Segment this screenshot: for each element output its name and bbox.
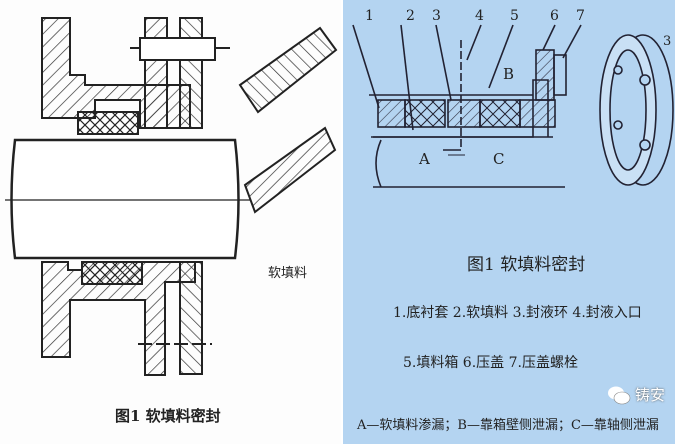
right-diagram-panel: 1 2 3 4 5 6 7 3 A B C 图1 软填料密封 1.底衬套 2.软…	[343, 0, 675, 444]
shaft	[5, 138, 250, 260]
legend-line-1: 1.底衬套 2.软填料 3.封液环 4.封液入口	[393, 305, 642, 321]
packing-label: 软填料	[268, 266, 308, 281]
wechat-icon	[608, 386, 631, 404]
legend-line-3: A—软填料渗漏；B—靠箱壁侧泄漏；C—靠轴侧泄漏	[357, 418, 659, 433]
soft-packing-seal-drawing	[5, 17, 338, 376]
bottom-housing	[41, 261, 212, 376]
leak-marker-b: B	[503, 65, 515, 83]
part-number-5: 5	[510, 8, 519, 24]
ring-part-number: 3	[663, 34, 672, 49]
right-caption: 图1 软填料密封	[467, 255, 586, 275]
legend-line-2: 5.填料箱 6.压盖 7.压盖螺栓	[403, 355, 578, 371]
part-number-7: 7	[576, 8, 585, 24]
left-diagram-panel: 软填料 图1 软填料密封	[5, 17, 338, 425]
part-number-2: 2	[406, 8, 415, 24]
leak-marker-a: A	[419, 150, 430, 168]
seal-ring-drawing	[599, 34, 674, 186]
part-number-4: 4	[475, 8, 484, 24]
part-number-3: 3	[432, 8, 441, 24]
watermark-text: 铸安	[635, 386, 666, 404]
packing-rope-samples	[238, 26, 338, 214]
watermark: 铸安	[607, 384, 665, 405]
part-number-6: 6	[550, 8, 559, 24]
part-number-1: 1	[365, 8, 374, 24]
left-caption: 图1 软填料密封	[115, 407, 221, 425]
leak-marker-c: C	[493, 150, 505, 168]
seal-section-drawing	[352, 24, 674, 188]
top-housing	[41, 17, 230, 135]
